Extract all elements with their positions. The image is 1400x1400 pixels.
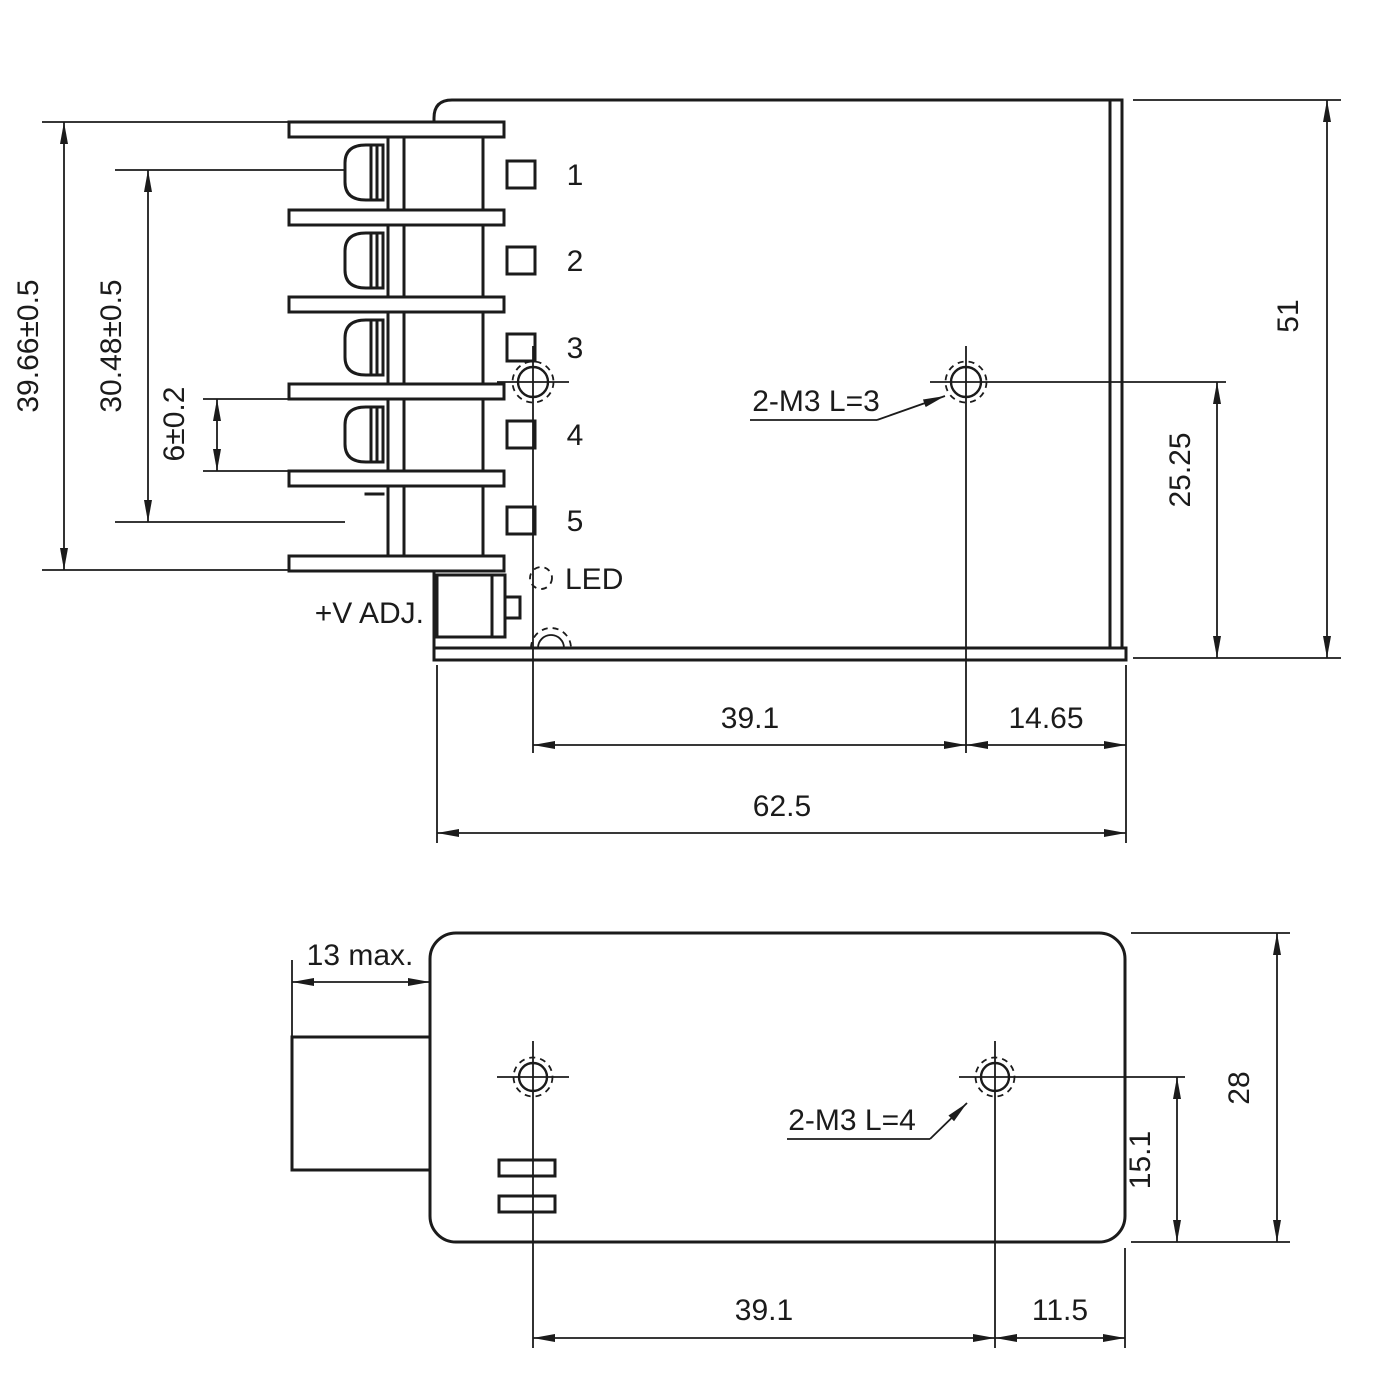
dim-bottom-hole-span: 39.1: [533, 1294, 995, 1342]
hole-centerlines: [497, 346, 569, 753]
terminal-number: 4: [567, 419, 584, 452]
extension-lines: [115, 169, 345, 523]
hole-note-leader-arrow: [876, 395, 946, 421]
terminal-bar: [287, 469, 506, 488]
pot-tab: [503, 595, 522, 620]
terminal-block: 1 2 3 4 5: [287, 120, 584, 573]
terminal-screw: [343, 405, 385, 464]
dim-label: 15.1: [1124, 1131, 1157, 1189]
dim-label: 51: [1272, 299, 1305, 332]
terminal-bar: [287, 554, 506, 573]
dim-hole-offset: 25.25: [1164, 382, 1221, 658]
dim-total-length: 62.5: [437, 790, 1126, 837]
vent-slots: [497, 1158, 557, 1214]
terminal-screw: [343, 318, 385, 377]
hole-centerlines: [959, 1041, 1185, 1348]
dim-label: 62.5: [753, 790, 811, 823]
vadj-potentiometer: +V ADJ.: [315, 573, 522, 639]
vent-slot: [497, 1158, 557, 1178]
extension-lines: [436, 665, 1127, 843]
dim-label: 14.65: [1008, 702, 1083, 735]
hole-centerlines: [930, 346, 1226, 753]
mounting-hole-side-right: [930, 346, 1226, 753]
terminal-screw: [343, 231, 385, 290]
dim-label: 39.1: [721, 702, 779, 735]
terminal-number: 3: [567, 332, 584, 365]
dim-label: 13 max.: [307, 939, 414, 972]
dim-case-width: 28: [1131, 932, 1290, 1243]
dim-label: 39.66±0.5: [12, 279, 45, 412]
terminal-pin: [505, 245, 537, 276]
hole-note-label: 2-M3 L=4: [788, 1104, 916, 1137]
case-body: [428, 931, 1127, 1244]
top-view: 1 2 3 4 5 2-M3 L=3 LED: [12, 98, 1341, 843]
dim-label: 30.48±0.5: [95, 279, 128, 412]
rail-grommet: [530, 627, 572, 649]
mounting-hole-side-left: [497, 346, 569, 753]
hole-note-bottom: 2-M3 L=4: [787, 1102, 968, 1140]
terminal-protrusion: [290, 1035, 432, 1172]
terminal-bar: [287, 120, 506, 139]
terminal-pin: [505, 419, 537, 450]
terminal-pin: [505, 332, 537, 363]
terminal-screw: [343, 143, 385, 202]
terminal-number: 2: [567, 245, 584, 278]
pot-body: [435, 573, 507, 639]
dim-screw-span: 30.48±0.5: [95, 169, 345, 523]
dim-hole-to-edge-top: 14.65: [966, 702, 1126, 749]
case-top-edge: [432, 98, 1124, 124]
dim-label: 28: [1223, 1071, 1256, 1104]
led-label: LED: [565, 563, 623, 596]
hole-note-label: 2-M3 L=3: [752, 385, 880, 418]
dim-label: 6±0.2: [158, 387, 191, 462]
terminal-pin: [505, 159, 537, 190]
grommet-outer-arc: [530, 627, 572, 649]
dim-hole-span-top: 39.1: [436, 665, 1127, 843]
dim-label: 11.5: [1032, 1294, 1088, 1327]
terminal-body-lines: [386, 128, 485, 564]
case-outline: [432, 98, 1128, 662]
dim-total-height: 39.66±0.5: [12, 121, 289, 571]
extension-lines: [1131, 932, 1290, 1243]
terminal-screws: [343, 143, 385, 496]
dim-bottom-hole-to-edge: 11.5: [995, 1248, 1126, 1348]
terminal-number: 5: [567, 505, 584, 538]
chassis-rail: [432, 646, 1128, 662]
grommet-inner-arc: [537, 634, 565, 649]
extension-lines: [1133, 99, 1341, 659]
terminal-number: 1: [567, 159, 584, 192]
bottom-view: 13 max. 2-M3 L=4 15.1: [290, 931, 1290, 1348]
mounting-hole-bottom-right: [959, 1041, 1185, 1348]
terminal-bar: [287, 382, 506, 401]
terminal-pins: [505, 159, 537, 536]
dim-protrusion: 13 max.: [291, 939, 430, 1037]
extension-lines: [42, 121, 289, 571]
dim-label: 25.25: [1164, 432, 1197, 507]
hole-note-leader-arrow: [929, 1102, 968, 1140]
terminal-bar: [287, 208, 506, 227]
bottom-case-outline: [290, 931, 1127, 1244]
dim-terminal-opening: 6±0.2: [158, 387, 292, 472]
hole-note-top: 2-M3 L=3: [750, 385, 946, 421]
terminal-bar: [287, 295, 506, 314]
dim-bottom-hole-offset: 15.1: [1124, 1077, 1181, 1242]
dim-case-height: 51: [1133, 99, 1341, 659]
dim-label: 39.1: [735, 1294, 793, 1327]
vent-slot: [497, 1194, 557, 1214]
led-indicator: LED: [529, 563, 623, 596]
terminal-pin: [505, 505, 537, 536]
vadj-label: +V ADJ.: [315, 597, 424, 630]
